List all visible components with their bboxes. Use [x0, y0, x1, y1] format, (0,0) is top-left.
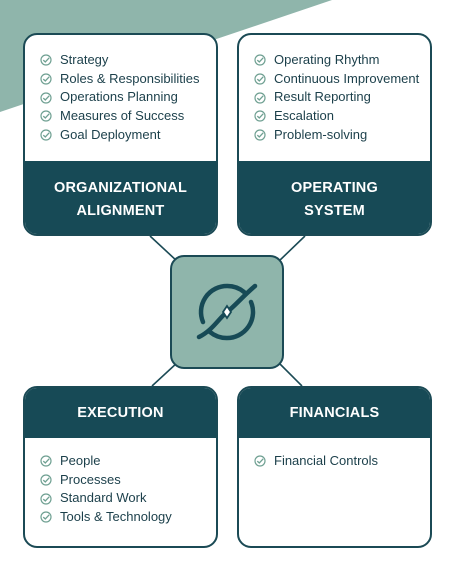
check-circle-icon: [40, 54, 52, 66]
operating-system-card: Operating Rhythm Continuous Improvement …: [237, 33, 432, 236]
list-item-label: Operating Rhythm: [274, 52, 380, 67]
list-item: People: [40, 452, 216, 471]
list-item: Financial Controls: [254, 452, 430, 471]
cycle-link-icon: [196, 283, 258, 341]
list-item: Goal Deployment: [40, 126, 216, 145]
execution-card: EXECUTION People Processes Standard Work…: [23, 386, 218, 548]
title-line: OPERATING: [291, 179, 378, 196]
operating-item-list: Operating Rhythm Continuous Improvement …: [239, 35, 430, 161]
list-item: Tools & Technology: [40, 508, 216, 527]
check-circle-icon: [254, 73, 266, 85]
list-item: Escalation: [254, 107, 430, 126]
alignment-card-title: ORGANIZATIONAL ALIGNMENT: [25, 161, 216, 234]
check-circle-icon: [254, 92, 266, 104]
check-circle-icon: [40, 455, 52, 467]
list-item-label: Measures of Success: [60, 108, 185, 124]
list-item: Result Reporting: [254, 88, 430, 107]
check-circle-icon: [254, 110, 266, 123]
connector-top-left: [149, 235, 179, 263]
check-circle-icon: [40, 511, 52, 524]
alignment-item-list: Strategy Roles & Responsibilities Operat…: [25, 35, 216, 161]
execution-item-list: People Processes Standard Work Tools & T…: [25, 438, 216, 527]
check-circle-icon: [40, 474, 52, 486]
financials-item-list: Financial Controls: [239, 438, 430, 471]
check-circle-icon: [40, 110, 52, 123]
title-line: SYSTEM: [304, 202, 365, 219]
list-item-label: Standard Work: [60, 490, 147, 506]
organizational-alignment-card: Strategy Roles & Responsibilities Operat…: [23, 33, 218, 236]
check-circle-icon: [40, 92, 52, 104]
connector-top-right: [277, 235, 306, 263]
list-item-label: Goal Deployment: [60, 126, 161, 142]
list-item: Problem-solving: [254, 126, 430, 145]
list-item-label: Financial Controls: [274, 453, 379, 468]
list-item-label: Processes: [60, 471, 121, 487]
list-item: Continuous Improvement: [254, 70, 430, 89]
list-item: Processes: [40, 471, 216, 490]
list-item-label: Strategy: [60, 52, 109, 67]
center-cycle-box: [170, 255, 284, 369]
list-item: Operating Rhythm: [254, 51, 430, 70]
list-item: Operations Planning: [40, 88, 216, 107]
title-line: ORGANIZATIONAL: [53, 179, 188, 196]
execution-card-title: EXECUTION: [25, 388, 216, 438]
list-item: Standard Work: [40, 489, 216, 508]
operating-card-title: OPERATING SYSTEM: [239, 161, 430, 234]
connector-bottom-left: [151, 361, 179, 387]
check-circle-icon: [254, 455, 266, 467]
list-item: Strategy: [40, 51, 216, 70]
financials-card-title: FINANCIALS: [239, 388, 430, 438]
list-item: Roles & Responsibilities: [40, 70, 216, 89]
list-item-label: People: [60, 453, 101, 468]
connector-bottom-right: [277, 361, 303, 387]
list-item-label: Problem-solving: [274, 126, 368, 142]
title-line: ALIGNMENT: [76, 202, 165, 219]
list-item-label: Continuous Improvement: [274, 70, 420, 86]
check-circle-icon: [254, 129, 266, 141]
financials-card: FINANCIALS Financial Controls: [237, 386, 432, 548]
list-item: Measures of Success: [40, 107, 216, 126]
list-item-label: Escalation: [274, 108, 334, 124]
list-item-label: Result Reporting: [274, 89, 371, 105]
check-circle-icon: [40, 73, 52, 85]
list-item-label: Roles & Responsibilities: [60, 70, 200, 86]
check-circle-icon: [40, 493, 52, 505]
list-item-label: Operations Planning: [60, 89, 178, 105]
check-circle-icon: [40, 129, 52, 141]
check-circle-icon: [254, 54, 266, 66]
list-item-label: Tools & Technology: [60, 509, 172, 525]
